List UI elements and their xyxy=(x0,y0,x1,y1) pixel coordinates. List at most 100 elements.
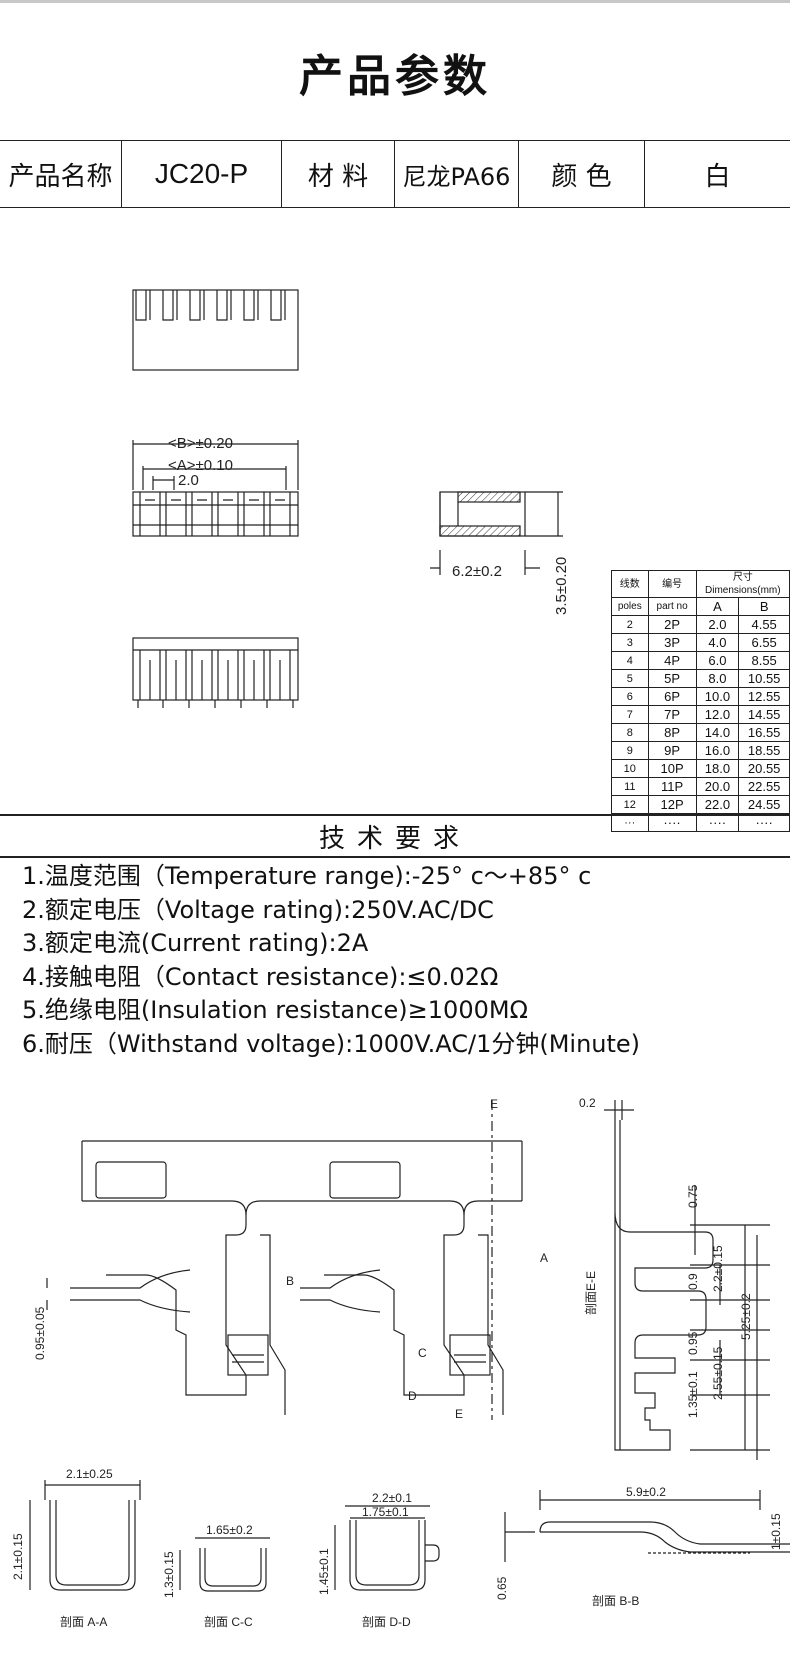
dim-cell-a: 16.0 xyxy=(695,741,740,760)
dim-b-label: <B>±0.20 xyxy=(168,435,233,452)
dim-cell-b: 22.55 xyxy=(738,777,790,796)
part-cn-header: 编号 xyxy=(647,570,697,598)
section-d-marker: D xyxy=(408,1389,417,1403)
dim-525-label: 5.25±0.2 xyxy=(739,1293,753,1340)
dim-095l-label: 0.95±0.05 xyxy=(33,1306,47,1360)
dim-pitch-label: 2.0 xyxy=(178,472,199,489)
section-a-marker: A xyxy=(540,1251,548,1265)
bb-height-label: 0.65 xyxy=(495,1576,509,1600)
dim-a-label: <A>±0.10 xyxy=(168,457,233,474)
requirement-item: 5.绝缘电阻(Insulation resistance)≥1000MΩ xyxy=(22,996,528,1024)
dim-cell-poles: 10 xyxy=(611,759,649,778)
dim-cell-part: 6P xyxy=(647,687,697,706)
top-border xyxy=(0,0,790,3)
housing-front-view xyxy=(132,440,299,537)
dim-cell-b: 14.55 xyxy=(738,705,790,724)
requirements-title: 技术要求 xyxy=(318,824,471,854)
dim-cell-part: 11P xyxy=(647,777,697,796)
dim-cell-b: 24.55 xyxy=(738,795,790,814)
dd-width2-label: 1.75±0.1 xyxy=(362,1505,409,1519)
dim-255-label: 2.55±0.15 xyxy=(711,1346,725,1400)
dd-section-label: 剖面 D-D xyxy=(362,1615,411,1629)
terminal-side-view xyxy=(604,1100,770,1460)
spec-name-value: JC20-P xyxy=(122,141,282,207)
dim-cell-part: 5P xyxy=(647,669,697,688)
dim-cell-part: 7P xyxy=(647,705,697,724)
dimension-table: 线数 编号 尺寸 Dimensions(mm) poles part no A … xyxy=(611,570,790,832)
requirement-item: 2.额定电压（Voltage rating):250V.AC/DC xyxy=(22,895,494,924)
requirement-item: 6.耐压（Withstand voltage):1000V.AC/1分钟(Min… xyxy=(22,1029,641,1058)
dim-075-label: 0.75 xyxy=(686,1184,700,1208)
dim-header: 尺寸 Dimensions(mm) xyxy=(695,570,790,598)
spec-color-label: 颜 色 xyxy=(519,141,645,207)
dim-cell-a: 18.0 xyxy=(695,759,740,778)
dim-cn-header: 尺寸 xyxy=(732,572,753,583)
spec-material-value: 尼龙PA66 xyxy=(395,141,519,207)
section-cc-view xyxy=(179,1537,270,1592)
spec-name-label: 产品名称 xyxy=(0,141,122,207)
dim-en-header: Dimensions(mm) xyxy=(705,585,781,596)
dim-09-label: 0.9 xyxy=(686,1273,700,1290)
dim-095r-label: 0.95 xyxy=(686,1331,700,1355)
e-top-label: E xyxy=(490,1097,498,1111)
dim-cell-part: 12P xyxy=(647,795,697,814)
requirement-item: 4.接触电阻（Contact resistance):≤0.02Ω xyxy=(22,962,499,991)
bb-width-label: 5.9±0.2 xyxy=(626,1485,666,1499)
spec-color-value: 白 xyxy=(704,161,731,192)
section-dd-view xyxy=(334,1505,440,1591)
terminal-strip-view xyxy=(46,1100,523,1420)
housing-top-view xyxy=(132,289,299,371)
dim-22-label: 2.2±0.15 xyxy=(711,1245,725,1292)
cc-section-label: 剖面 C-C xyxy=(204,1615,253,1629)
dim-thickness-label: 0.2 xyxy=(579,1096,596,1110)
requirement-item: 3.额定电流(Current rating):2A xyxy=(22,929,369,957)
aa-height-label: 2.1±0.15 xyxy=(11,1533,25,1580)
dim-cell-b: 16.55 xyxy=(738,723,790,742)
dim-cell-b: 12.55 xyxy=(738,687,790,706)
section-aa-view xyxy=(29,1480,141,1591)
e-bottom-label: E xyxy=(455,1407,463,1421)
dim-cell-part: 10P xyxy=(647,759,697,778)
section-bb-view xyxy=(504,1490,790,1562)
bb-right-label: 1±0.15 xyxy=(769,1513,783,1550)
dim-cell-part: 3P xyxy=(647,633,697,652)
housing-side-view xyxy=(430,491,563,575)
dim-135-label: 1.35±0.1 xyxy=(686,1371,700,1418)
dd-width1-label: 2.2±0.1 xyxy=(372,1491,412,1505)
requirements-bottom-rule xyxy=(0,856,790,858)
cc-height-label: 1.3±0.15 xyxy=(162,1551,176,1598)
section-b-marker: B xyxy=(286,1274,294,1288)
spec-table: 产品名称 JC20-P 材 料 尼龙PA66 颜 色 白 xyxy=(0,140,790,208)
page-title: 产品参数 xyxy=(299,51,491,102)
spec-material-label: 材 料 xyxy=(282,141,395,207)
bb-section-label: 剖面 B-B xyxy=(592,1594,639,1608)
section-c-marker: C xyxy=(418,1346,427,1360)
aa-section-label: 剖面 A-A xyxy=(60,1615,107,1629)
poles-cn-header: 线数 xyxy=(611,570,649,598)
dim-cell-b: 10.55 xyxy=(738,669,790,688)
dim-width-label: 6.2±0.2 xyxy=(452,563,502,580)
housing-top-slots xyxy=(135,290,286,321)
requirement-item: 1.温度范围（Temperature range):-25° c～+85° c xyxy=(22,862,592,890)
housing-bottom-view xyxy=(132,637,299,708)
dim-cell-b: 20.55 xyxy=(738,759,790,778)
dim-cell-b: 18.55 xyxy=(738,741,790,760)
aa-width-label: 2.1±0.25 xyxy=(66,1467,113,1481)
dim-cell-a: 22.0 xyxy=(695,795,740,814)
dim-cell-b: ···· xyxy=(738,813,790,832)
dim-cell-part: 9P xyxy=(647,741,697,760)
requirements-top-rule xyxy=(0,814,790,816)
dd-height-label: 1.45±0.1 xyxy=(317,1548,331,1595)
section-e-label: 剖面E-E xyxy=(584,1271,598,1315)
